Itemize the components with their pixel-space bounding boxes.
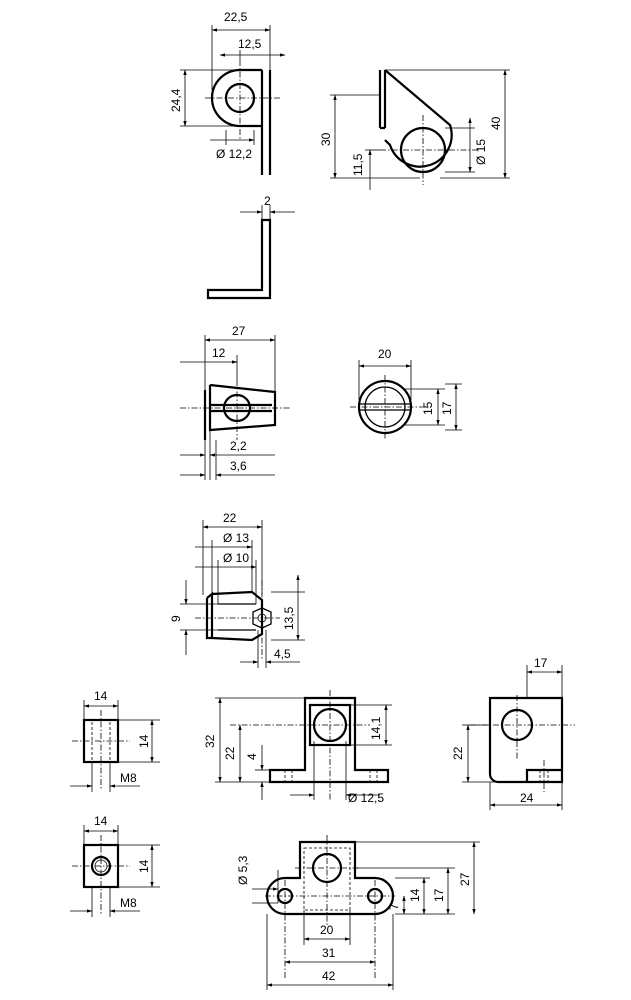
dim-4-5: 4,5	[274, 647, 291, 661]
thread-m8-b: M8	[120, 896, 137, 910]
bracket-top-view: 22,5 12,5 24,4 Ø 12,2	[169, 10, 286, 175]
dim-9: 9	[169, 615, 183, 622]
dim-dia-10: Ø 10	[223, 551, 249, 565]
dim-22-b: 22	[451, 746, 465, 760]
dim-11-5: 11,5	[351, 153, 365, 176]
dim-22-a: 22	[223, 746, 237, 760]
mount-top-view: Ø 5,3 20 31 42 7 14 17 27	[236, 835, 480, 990]
dim-7: 7	[387, 903, 401, 910]
dim-bore-12-2: Ø 12,2	[216, 147, 252, 161]
dim-14-c: 14	[94, 814, 108, 828]
dim-14-a: 14	[94, 689, 108, 703]
dim-bore-12-5: Ø 12,5	[348, 791, 384, 805]
dim-14-top: 14	[408, 888, 422, 902]
dim-2: 2	[264, 194, 271, 208]
dim-22: 22	[223, 511, 237, 525]
dim-2-2: 2,2	[230, 439, 247, 453]
clamp-b-view: 22 Ø 13 Ø 10 9 13,5 4,5	[169, 511, 305, 668]
dim-4: 4	[245, 753, 259, 760]
dim-24: 24	[520, 791, 534, 805]
dim-hole-5-3: Ø 5,3	[236, 855, 250, 885]
bracket-side-view: 30 40 11,5 Ø 15	[319, 69, 510, 190]
thread-m8-a: M8	[120, 771, 137, 785]
dim-14-d: 14	[137, 859, 151, 873]
dim-14-b: 14	[137, 734, 151, 748]
mount-front-view: 32 22 4 14,1 Ø 12,5	[203, 690, 392, 805]
dim-27-top: 27	[458, 872, 472, 886]
dim-13-5: 13,5	[282, 606, 296, 630]
dim-22-5: 22,5	[224, 10, 248, 24]
mount-side-view: 17 22 24	[451, 656, 575, 810]
clamp-a-end-view: 20 15 17	[350, 347, 462, 440]
dim-15: 15	[421, 401, 435, 415]
dim-17-top: 17	[432, 888, 446, 902]
dim-31: 31	[322, 946, 336, 960]
clamp-a-side-view: 27 12 2,2 3,6	[180, 324, 290, 480]
dim-bore-15: Ø 15	[474, 139, 488, 165]
dim-40: 40	[489, 116, 503, 130]
dim-42: 42	[322, 969, 336, 983]
bracket-profile-view: 2	[206, 194, 295, 300]
dim-17-side: 17	[534, 656, 548, 670]
dim-24-4: 24,4	[169, 88, 183, 112]
dim-30: 30	[319, 132, 333, 146]
dim-27: 27	[232, 324, 246, 338]
dim-17: 17	[440, 401, 454, 415]
dim-dia-13: Ø 13	[223, 531, 249, 545]
dim-32: 32	[203, 734, 217, 748]
dim-12: 12	[212, 346, 226, 360]
dim-20: 20	[378, 347, 392, 361]
dim-3-6: 3,6	[230, 459, 247, 473]
dim-14-1: 14,1	[369, 716, 383, 740]
dim-20-top: 20	[320, 923, 334, 937]
block-front-view: 14 14 M8	[70, 689, 160, 792]
block-top-view: 14 14 M8	[70, 814, 160, 917]
dim-12-5: 12,5	[238, 37, 262, 51]
